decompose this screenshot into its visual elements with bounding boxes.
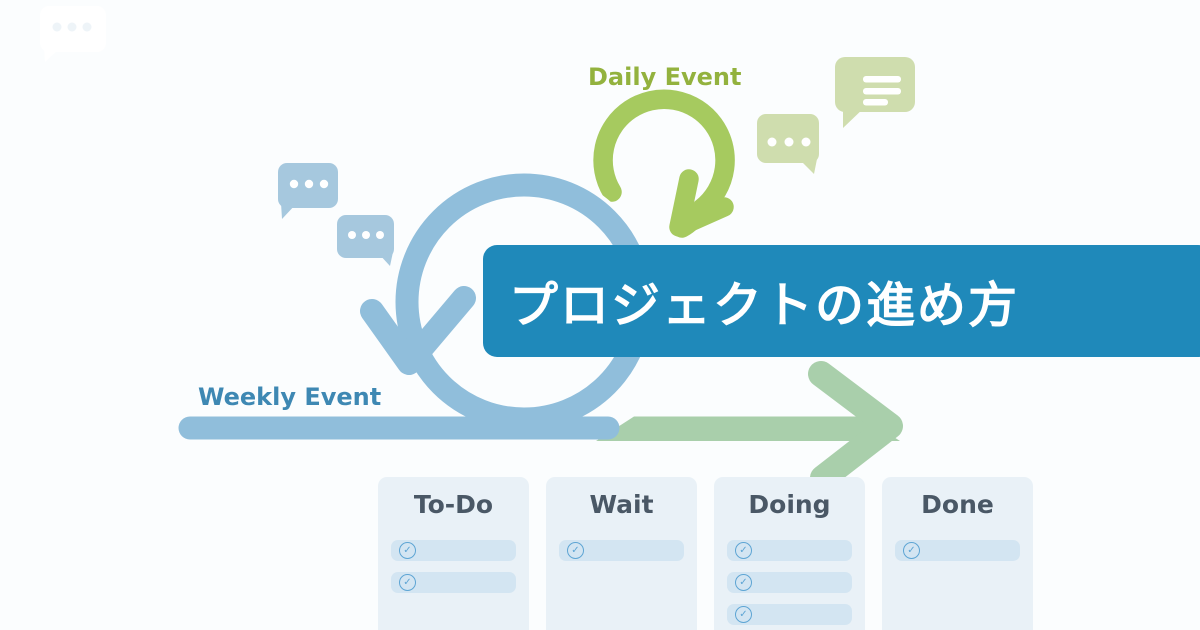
- kanban-column-todo: To-Do ✓✓: [378, 477, 529, 630]
- task-item: ✓: [895, 540, 1020, 561]
- check-icon: ✓: [735, 542, 752, 559]
- chat-lines-bubble-green-icon: [835, 57, 915, 128]
- kanban-column-doing: Doing ✓ ✓ ✓: [714, 477, 865, 630]
- check-icon: ✓: [735, 606, 752, 623]
- flow-arrow-icon: [596, 361, 903, 491]
- title-banner: プロジェクトの進め方: [483, 245, 1200, 357]
- check-icon: ✓: [567, 542, 584, 559]
- kanban-column-done: Done ✓: [882, 477, 1033, 630]
- task-list: ✓ ✓ ✓: [727, 540, 852, 625]
- task-item: ✓: [391, 572, 516, 593]
- column-header: Wait: [589, 490, 654, 519]
- kanban-board: To-Do ✓✓ Wait ✓ Doing ✓✓✓ Done ✓: [378, 477, 1033, 630]
- daily-event-label: Daily Event: [588, 63, 742, 91]
- chat-dots-bubble-white-icon: [40, 6, 106, 62]
- task-item: ✓: [727, 572, 852, 593]
- chat-dots-bubble-blue2-icon: [337, 215, 394, 266]
- page-title: プロジェクトの進め方: [509, 276, 1020, 334]
- column-header: Doing: [748, 490, 831, 519]
- task-list: ✓: [895, 540, 1020, 561]
- check-icon: ✓: [735, 574, 752, 591]
- check-icon: ✓: [399, 574, 416, 591]
- task-list: ✓✓: [391, 540, 516, 593]
- column-header: To-Do: [413, 490, 494, 519]
- kanban-column-wait: Wait ✓: [546, 477, 697, 630]
- chat-dots-bubble-green-icon: [757, 114, 819, 174]
- daily-loop-arrow-icon: [593, 89, 735, 238]
- task-item: ✓: [727, 540, 852, 561]
- check-icon: ✓: [399, 542, 416, 559]
- check-icon: ✓: [903, 542, 920, 559]
- task-item: ✓: [559, 540, 684, 561]
- chat-dots-bubble-blue-icon: [278, 163, 338, 219]
- task-list: ✓: [559, 540, 684, 561]
- task-item: ✓: [391, 540, 516, 561]
- task-item: ✓: [727, 604, 852, 625]
- column-header: Done: [921, 490, 994, 519]
- weekly-event-label: Weekly Event: [198, 383, 382, 411]
